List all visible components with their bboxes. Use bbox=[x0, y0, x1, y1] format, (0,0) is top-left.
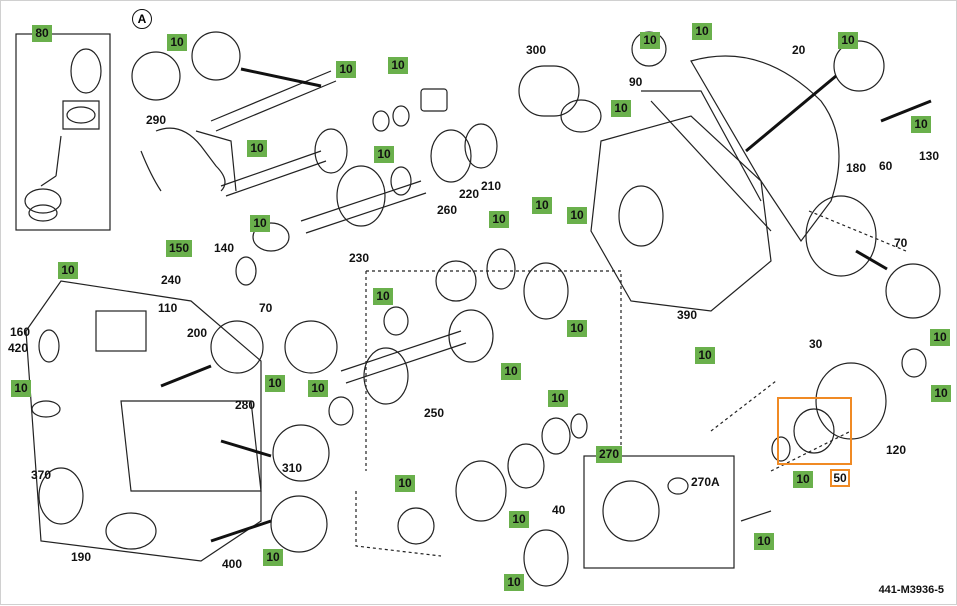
part-label: 90 bbox=[629, 75, 643, 89]
part-label: 130 bbox=[919, 149, 940, 163]
part-label: 70 bbox=[259, 301, 273, 315]
part-label: 260 bbox=[437, 203, 458, 217]
part-label: 370 bbox=[31, 468, 52, 482]
part-tag-10: 10 bbox=[501, 363, 521, 380]
part-label: 280 bbox=[235, 398, 256, 412]
part-tag-10: 10 bbox=[692, 23, 712, 40]
part-tag-10: 10 bbox=[754, 533, 774, 550]
part-tag-10: 10 bbox=[373, 288, 393, 305]
part-tag-10: 10 bbox=[793, 471, 813, 488]
part-label: 300 bbox=[526, 43, 547, 57]
part-label: 390 bbox=[677, 308, 698, 322]
part-tag-10: 10 bbox=[263, 549, 283, 566]
part-tag-green: 150 bbox=[166, 240, 193, 257]
part-tag-10: 10 bbox=[567, 320, 587, 337]
part-tag-10: 10 bbox=[247, 140, 267, 157]
view-callout: A bbox=[132, 9, 152, 29]
part-tag-10: 10 bbox=[395, 475, 415, 492]
part-tag-10: 10 bbox=[58, 262, 78, 279]
part-label: 420 bbox=[8, 341, 29, 355]
part-label: 120 bbox=[886, 443, 907, 457]
part-label: 290 bbox=[146, 113, 167, 127]
drawing-id: 441-M3936-5 bbox=[878, 584, 944, 596]
part-tag-10: 10 bbox=[532, 197, 552, 214]
part-tag-10: 10 bbox=[11, 380, 31, 397]
part-label: 200 bbox=[187, 326, 208, 340]
part-tag-10: 10 bbox=[567, 207, 587, 224]
part-tag-10: 10 bbox=[931, 385, 951, 402]
part-label: 250 bbox=[424, 406, 445, 420]
highlight-box bbox=[777, 397, 852, 465]
part-tag-10: 10 bbox=[911, 116, 931, 133]
part-label: 230 bbox=[349, 251, 370, 265]
part-tag-10: 10 bbox=[374, 146, 394, 163]
part-label: 160 bbox=[10, 325, 31, 339]
part-tag-10: 10 bbox=[388, 57, 408, 74]
part-tag-10: 10 bbox=[509, 511, 529, 528]
part-label: 40 bbox=[552, 503, 566, 517]
part-label: 60 bbox=[879, 159, 893, 173]
part-label: 190 bbox=[71, 550, 92, 564]
part-tag-green: 270 bbox=[596, 446, 623, 463]
part-tag-10: 10 bbox=[308, 380, 328, 397]
part-label: 140 bbox=[214, 241, 235, 255]
part-label: 30 bbox=[809, 337, 823, 351]
part-tag-10: 10 bbox=[265, 375, 285, 392]
part-tag-10: 10 bbox=[167, 34, 187, 51]
part-label: 310 bbox=[282, 461, 303, 475]
part-label: 20 bbox=[792, 43, 806, 57]
part-tag-10: 10 bbox=[489, 211, 509, 228]
part-tag-10: 10 bbox=[695, 347, 715, 364]
part-tag-10: 10 bbox=[838, 32, 858, 49]
part-tag-green: 80 bbox=[32, 25, 52, 42]
part-label: 180 bbox=[846, 161, 867, 175]
part-tag-10: 10 bbox=[504, 574, 524, 591]
highlight-label: 50 bbox=[830, 469, 850, 487]
part-tag-10: 10 bbox=[930, 329, 950, 346]
part-tag-10: 10 bbox=[640, 32, 660, 49]
part-tag-10: 10 bbox=[611, 100, 631, 117]
part-label: 240 bbox=[161, 273, 182, 287]
part-label: 110 bbox=[158, 301, 178, 315]
part-label: 220 bbox=[459, 187, 480, 201]
part-label: 270A bbox=[691, 475, 720, 489]
part-label: 400 bbox=[222, 557, 243, 571]
part-tag-10: 10 bbox=[548, 390, 568, 407]
part-tag-10: 10 bbox=[336, 61, 356, 78]
part-tag-10: 10 bbox=[250, 215, 270, 232]
part-label: 70 bbox=[894, 236, 908, 250]
part-label: 210 bbox=[481, 179, 502, 193]
